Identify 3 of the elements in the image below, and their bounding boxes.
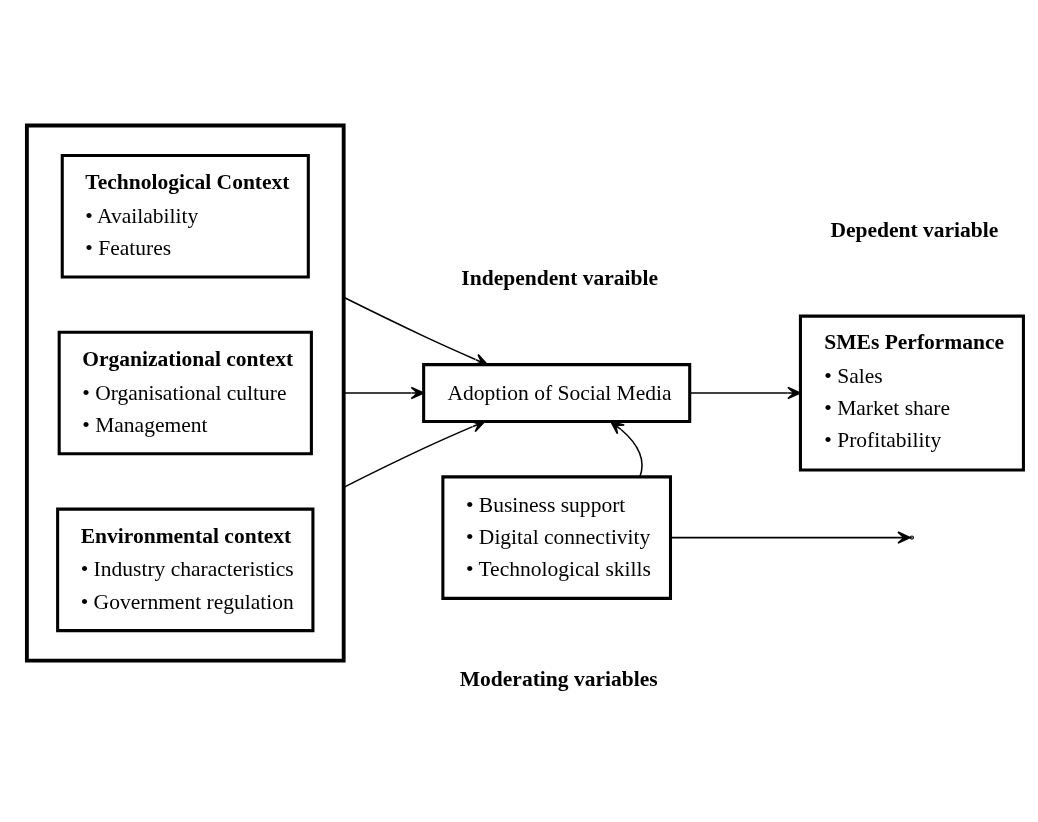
label: Independent varaible bbox=[461, 265, 658, 290]
label: Moderating variables bbox=[459, 666, 658, 691]
label: Depedent variable bbox=[830, 217, 999, 242]
